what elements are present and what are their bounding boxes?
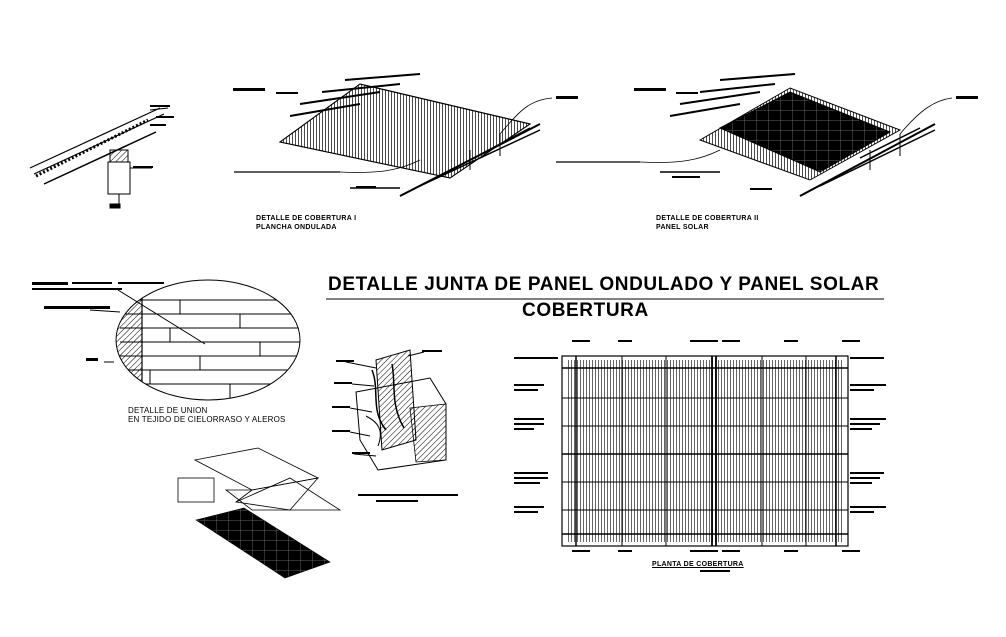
cover2-caption-line1: DETALLE DE COBERTURA II bbox=[656, 215, 759, 222]
solar-panel-diagrams bbox=[177, 447, 342, 579]
roof-section-detail bbox=[29, 105, 174, 209]
drawing-title: DETALLE JUNTA DE PANEL ONDULADO Y PANEL … bbox=[328, 274, 880, 295]
cover2-caption-line2: PANEL SOLAR bbox=[656, 224, 709, 231]
cover1-caption-line1: DETALLE DE COBERTURA I bbox=[256, 215, 357, 222]
union-detail-ellipse bbox=[32, 279, 301, 401]
joint-isometric-detail bbox=[332, 349, 458, 502]
drawing-subtitle: COBERTURA bbox=[522, 300, 649, 321]
solar-cover-detail bbox=[556, 73, 978, 197]
union-caption-line2: EN TEJIDO DE CIELORRASO Y ALEROS bbox=[128, 415, 286, 424]
cover1-caption-line2: PLANCHA ONDULADA bbox=[256, 224, 337, 231]
union-caption-line1: DETALLE DE UNION bbox=[128, 406, 208, 415]
roof-plan bbox=[514, 340, 886, 572]
corrugated-cover-detail bbox=[233, 73, 578, 197]
plan-caption: PLANTA DE COBERTURA bbox=[652, 561, 744, 568]
